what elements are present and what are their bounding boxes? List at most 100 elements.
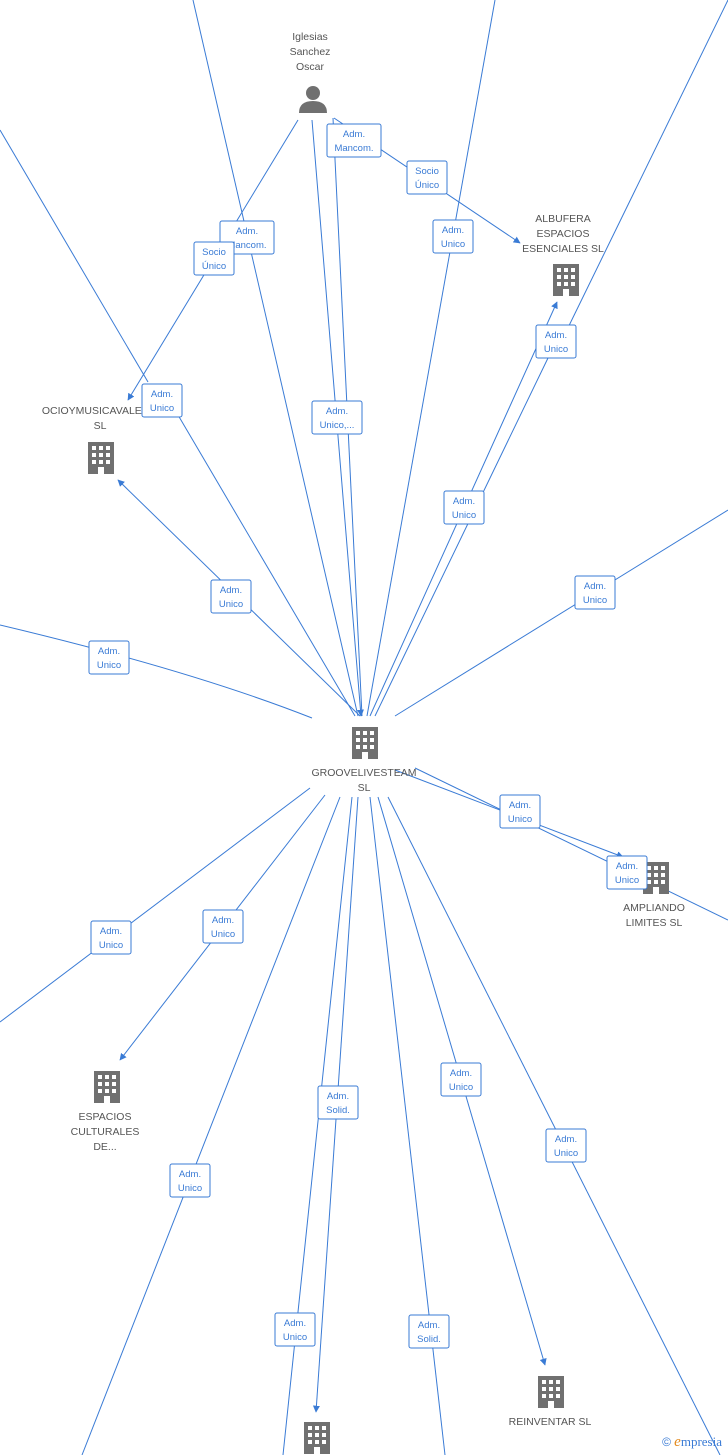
node-label: CULTURALES: [71, 1126, 140, 1138]
edge-label-text: Unico: [452, 510, 476, 521]
edge-label-text: Solid.: [417, 1334, 441, 1345]
node-label: DE...: [93, 1141, 116, 1153]
node-person-iglesias[interactable]: Iglesias Sanchez Oscar: [290, 31, 331, 113]
edge-label-text: Unico: [283, 1332, 307, 1343]
edge-label[interactable]: Adm.Solid.: [317, 1085, 359, 1120]
edge-label[interactable]: Adm. Unico: [606, 855, 648, 890]
node-ampliando[interactable]: AMPLIANDO LIMITES SL: [623, 862, 685, 929]
node-bottom-company[interactable]: [304, 1422, 330, 1454]
node-reinventar[interactable]: REINVENTAR SL: [509, 1376, 592, 1428]
node-label: LIMITES SL: [626, 917, 683, 929]
node-label: Oscar: [296, 61, 325, 73]
edge-label-text: Adm.: [450, 1068, 472, 1079]
edge-label-text: Socio: [202, 247, 226, 258]
edge-label-text: Unico: [508, 814, 532, 825]
edge-label-text: Unico: [97, 660, 121, 671]
edge-label-text: Adm.: [98, 646, 120, 657]
edge-label-text: Adm.: [442, 225, 464, 236]
edge-label-text: Adm.: [555, 1134, 577, 1145]
edge-label-text: Unico: [211, 929, 235, 940]
edge-label[interactable]: Adm.Unico: [574, 575, 616, 610]
building-icon: [88, 442, 114, 474]
edge-label-text: Adm.: [212, 915, 234, 926]
node-label: ESPACIOS: [537, 228, 590, 240]
edge-label-text: Único: [415, 180, 439, 191]
node-ocioymusica[interactable]: OCIOYMUSICAVALEN... SL: [42, 405, 158, 474]
edge-label[interactable]: Adm. Unico: [169, 1163, 211, 1198]
edge-label-text: Mancom.: [227, 240, 266, 251]
edge-label[interactable]: Adm. Unico: [274, 1312, 316, 1347]
building-icon: [304, 1422, 330, 1454]
edge-label-text: Unico: [219, 599, 243, 610]
edge-line: [177, 414, 356, 717]
edge-line: [387, 796, 721, 1455]
node-label: AMPLIANDO: [623, 902, 685, 914]
edge-label-text: Unico: [449, 1082, 473, 1093]
node-label: SL: [358, 782, 371, 794]
node-espacios-culturales[interactable]: ESPACIOS CULTURALES DE...: [71, 1071, 140, 1153]
node-label: REINVENTAR SL: [509, 1416, 592, 1428]
edge-label-text: Unico: [178, 1183, 202, 1194]
edge-label[interactable]: Adm.Mancom.: [326, 123, 382, 158]
brand-initial: e: [674, 1434, 681, 1450]
edge-line: [374, 357, 549, 717]
edge-label[interactable]: Adm. Unico: [210, 579, 252, 614]
edge-line: [282, 796, 353, 1455]
edge-label[interactable]: Adm. Unico: [499, 794, 541, 829]
edge-label-text: Unico: [615, 875, 639, 886]
building-icon: [352, 727, 378, 759]
edge-label-text: Unico: [544, 344, 568, 355]
edge-label-text: Adm.: [284, 1318, 306, 1329]
edge-line: [0, 787, 311, 1023]
edge-label[interactable]: Adm. Unico: [440, 1062, 482, 1097]
edge-label[interactable]: Adm. Unico,...: [311, 400, 363, 435]
edge-label-text: Adm.: [326, 406, 348, 417]
edge-label[interactable]: Adm. Solid.: [408, 1314, 450, 1349]
edge-label-text: Adm.: [545, 330, 567, 341]
node-albufera[interactable]: ALBUFERA ESPACIOS ESENCIALES SL: [522, 213, 604, 296]
edge-label[interactable]: Adm.Unico: [90, 920, 132, 955]
node-label: Sanchez: [290, 46, 331, 58]
edge-label[interactable]: Adm. Unico: [432, 219, 474, 254]
edge-label-text: Socio: [415, 166, 439, 177]
node-groovelivesteam[interactable]: GROOVELIVESTEAM SL: [311, 727, 417, 794]
edge-line: [0, 624, 313, 719]
node-label: GROOVELIVESTEAM: [311, 767, 416, 779]
edge-line: [192, 0, 359, 717]
edge-label-text: Unico: [99, 940, 123, 951]
edge-label[interactable]: Adm.Unico: [545, 1128, 587, 1163]
edge-label[interactable]: Adm. Unico: [535, 324, 577, 359]
building-icon: [538, 1376, 564, 1408]
person-icon: [299, 86, 327, 113]
edge-label-text: Adm.: [151, 389, 173, 400]
edge-label-text: Adm.: [509, 800, 531, 811]
edge-label-text: Unico,...: [320, 420, 355, 431]
edge-label[interactable]: Adm. Unico: [202, 909, 244, 944]
edge-label-text: Unico: [441, 239, 465, 250]
edge-label[interactable]: Adm. Unico: [88, 640, 130, 675]
edge-label-text: Adm.: [616, 861, 638, 872]
copyright-symbol: ©: [662, 1435, 671, 1449]
edge-label-text: Adm.: [327, 1091, 349, 1102]
empresia-watermark: © empresia: [662, 1434, 722, 1451]
edge-label-text: Adm.: [179, 1169, 201, 1180]
edge-label[interactable]: Adm.Unico: [443, 490, 485, 525]
edge-line: [561, 0, 728, 341]
node-label: ESPACIOS: [79, 1111, 132, 1123]
edge-label-text: Adm.: [236, 226, 258, 237]
edge-label-text: Unico: [583, 595, 607, 606]
edge-label[interactable]: Adm.Unico: [141, 383, 183, 418]
building-icon: [553, 264, 579, 296]
brand-name: mpresia: [680, 1434, 722, 1449]
edge-line: [81, 796, 341, 1455]
edge-label-text: Adm.: [220, 585, 242, 596]
node-label: ESENCIALES SL: [522, 243, 604, 255]
edge-line: [394, 509, 728, 717]
edge-label-text: Mancom.: [334, 143, 373, 154]
edge-label-text: Adm.: [418, 1320, 440, 1331]
node-label: ALBUFERA: [535, 213, 590, 225]
